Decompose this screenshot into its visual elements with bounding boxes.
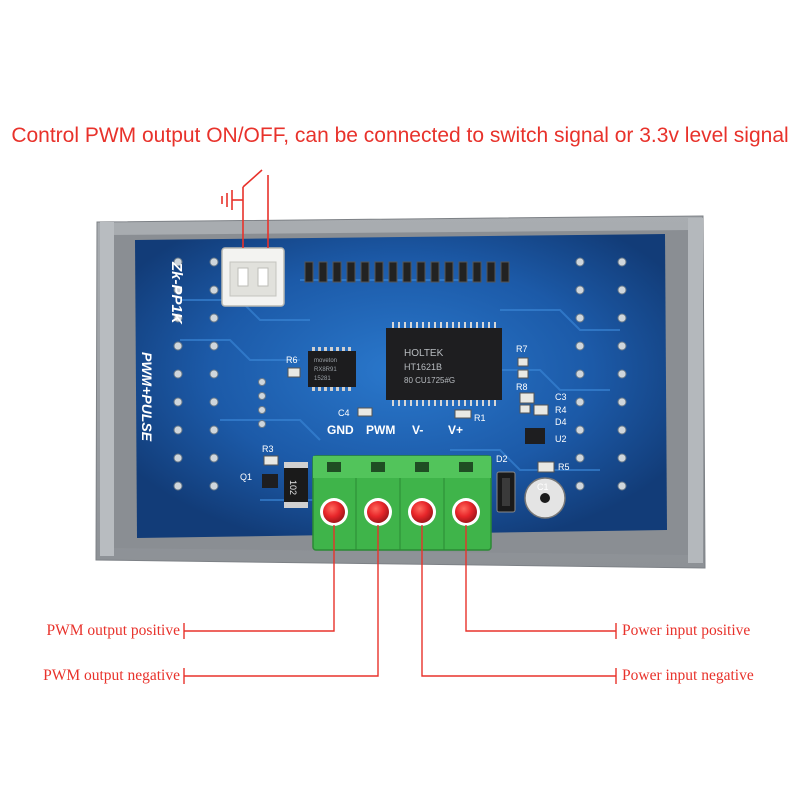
- terminal-label-vplus: V+: [448, 423, 463, 437]
- terminal-screw-gnd: [323, 501, 345, 523]
- ref-c3: C3: [555, 392, 567, 402]
- switch-symbol: [221, 169, 269, 248]
- terminal-screw-vplus: [455, 501, 477, 523]
- ref-r8: R8: [516, 382, 528, 392]
- small-ic: moveton RX8R91 15281: [308, 347, 356, 391]
- ref-c1: C1: [537, 482, 549, 492]
- terminal-screw-vminus: [411, 501, 433, 523]
- smd-components: [262, 357, 566, 519]
- ref-c4: C4: [338, 408, 350, 418]
- leader-lines: [183, 525, 617, 684]
- label-power-input-positive: Power input positive: [622, 622, 751, 639]
- ref-r1: R1: [474, 413, 486, 423]
- ref-r3: R3: [262, 444, 274, 454]
- small-ic-line1: moveton: [314, 358, 337, 364]
- ref-q1: Q1: [240, 472, 252, 482]
- main-ic-brand: HOLTEK: [404, 348, 444, 359]
- board-model-text: Zk-PP1K: [168, 261, 185, 325]
- ref-u2: U2: [555, 434, 567, 444]
- switch-connector: [221, 247, 285, 307]
- ref-r4: R4: [555, 405, 567, 415]
- board-name-text: PWM+PULSE: [139, 352, 155, 442]
- terminal-block: [312, 455, 492, 551]
- ref-d4: D4: [555, 417, 567, 427]
- diagram-title: Control PWM output ON/OFF, can be connec…: [11, 124, 789, 147]
- terminal-label-pwm: PWM: [366, 423, 395, 437]
- ref-r6: R6: [286, 355, 298, 365]
- ref-r7: R7: [516, 344, 528, 354]
- small-ic-line2: RX8R91: [314, 367, 337, 373]
- label-power-input-negative: Power input negative: [622, 667, 754, 684]
- terminal-label-gnd: GND: [327, 423, 354, 437]
- main-ic-part: HT1621B: [404, 362, 442, 372]
- terminal-screw-pwm: [367, 501, 389, 523]
- label-pwm-output-positive: PWM output positive: [46, 622, 180, 639]
- ref-d2: D2: [496, 454, 508, 464]
- main-ic-code: 80 CU1725#G: [404, 376, 455, 385]
- main-ic: HOLTEK HT1621B 80 CU1725#G: [386, 322, 502, 406]
- terminal-label-vminus: V-: [412, 423, 423, 437]
- resistor-102: 102: [284, 462, 308, 508]
- ref-r5: R5: [558, 462, 570, 472]
- small-ic-line3: 15281: [314, 376, 331, 382]
- resistor-value: 102: [288, 480, 298, 495]
- label-pwm-output-negative: PWM output negative: [43, 667, 180, 684]
